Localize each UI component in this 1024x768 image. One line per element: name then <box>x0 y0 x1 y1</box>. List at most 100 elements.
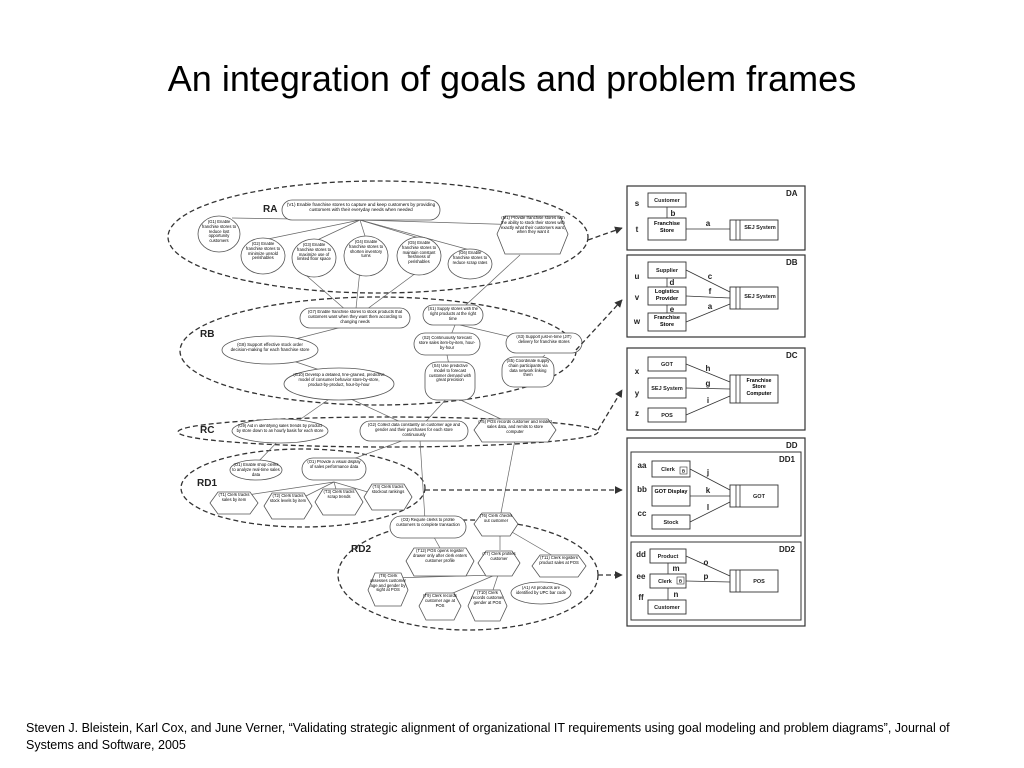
goal-t11-text: (T11) Clerk registers product sales at P… <box>539 556 579 565</box>
letter-cc: cc <box>638 509 647 518</box>
box-dc-fsc-label: Franchise Store Computer <box>746 378 772 397</box>
slide-title: An integration of goals and problem fram… <box>167 58 857 99</box>
goal-o3-text: (O3) Require clerks to profile customers… <box>396 518 460 527</box>
letter-l: l <box>707 503 709 512</box>
goal-t9-text: (T9) Clerk records customer age at POS <box>423 594 457 608</box>
goal-t11 <box>531 554 587 578</box>
box-dd2-customer <box>647 599 687 615</box>
box-da-customer-label: Customer <box>654 198 681 204</box>
goal-t12-text: (T12) POS opens register drawer only aft… <box>413 549 467 563</box>
goal-g6-text: (G6) Enable franchise stores to reduce s… <box>452 251 488 265</box>
letter-e: e <box>670 305 675 314</box>
goal-o1 <box>301 457 367 481</box>
goal-s2 <box>413 332 481 356</box>
goal-t12 <box>405 547 475 577</box>
box-dd2-customer-label: Customer <box>654 605 681 611</box>
letter-dd: dd <box>636 550 646 559</box>
box-db-franchise-label: Franchise Store <box>654 315 680 328</box>
letter-p: p <box>704 572 709 581</box>
goal-g8 <box>221 335 319 365</box>
goal-g9 <box>231 418 329 444</box>
goal-g2 <box>240 237 286 275</box>
goal-s5-text: (S5) Coordinate supply chain participant… <box>506 359 550 378</box>
goal-g8-text: (G8) Support effective stock order decis… <box>230 342 310 352</box>
goal-g3 <box>291 238 337 278</box>
letter-m: m <box>672 564 679 573</box>
box-dd2-product-label: Product <box>658 554 679 560</box>
goal-s2-text: (S2) Continuously forecast store sales i… <box>418 336 476 350</box>
region-rb-label: RB <box>200 329 214 340</box>
letter-y: y <box>635 389 640 398</box>
goal-g5-text: (G5) Enable franchise stores to maintain… <box>401 241 437 265</box>
panel-dd2-label: DD2 <box>779 545 796 554</box>
goal-m1-text: (M1) Provide franchise stores with the a… <box>500 216 565 235</box>
box-dc-got-label: GOT <box>661 362 674 368</box>
goal-t6 <box>473 512 519 537</box>
box-dd1-got-display-label: GOT Display <box>654 489 688 495</box>
region-rd2-label: RD2 <box>351 544 371 555</box>
letter-u: u <box>635 272 640 281</box>
goal-t5 <box>473 418 557 443</box>
letter-g: g <box>706 379 711 388</box>
letter-w: w <box>633 317 641 326</box>
letter-a-da: a <box>706 219 711 228</box>
goal-t6-text: (T6) Clerk checks out customer <box>479 514 513 523</box>
goal-s4 <box>424 361 476 401</box>
letter-v: v <box>635 293 640 302</box>
goal-a1 <box>510 581 572 605</box>
goal-s1-text: (S1) Supply stores with the right produc… <box>427 307 479 321</box>
goal-s5 <box>501 356 555 388</box>
goal-s1 <box>422 304 484 326</box>
goal-t8 <box>367 572 409 607</box>
goal-t3 <box>314 488 364 516</box>
goal-t7 <box>477 550 521 577</box>
goal-t5-text: (T5) POS records customer and related sa… <box>478 420 552 434</box>
box-dd2-clerk-label: Clerk <box>658 579 673 585</box>
goal-t2-text: (T2) Clerk tracks stock levels by item <box>269 494 307 503</box>
letter-f: f <box>709 287 712 296</box>
box-db-sej-system-label: SEJ System <box>744 294 776 300</box>
goal-t10 <box>467 589 508 622</box>
goal-t10-text: (T10) Clerk records customer gender at P… <box>471 591 504 605</box>
box-dd2-pos <box>729 569 779 593</box>
region-to-panel-connectors <box>425 226 623 579</box>
panel-dc-label: DC <box>786 351 798 360</box>
box-db-logistics-label: Logistics Provider <box>654 289 680 302</box>
goal-t3-text: (T3) Clerk tracks scrap trends <box>323 490 355 499</box>
goal-g3-text: (G3) Enable franchise stores to maximize… <box>296 243 332 262</box>
goal-m1 <box>496 215 569 255</box>
letter-t: t <box>636 225 639 234</box>
letter-j: j <box>706 468 709 477</box>
goal-g2-collect <box>359 420 469 442</box>
box-dd1-clerk-label: Clerk <box>661 467 676 473</box>
letter-s: s <box>635 199 640 208</box>
goal-g10 <box>283 367 395 401</box>
goal-g6 <box>447 248 493 280</box>
box-dd1-got-label: GOT <box>753 494 766 500</box>
region-rc-ellipse <box>177 416 599 448</box>
goal-t4-text: (T4) Clerk tracks stockout rankings <box>371 485 405 494</box>
letter-a-db: a <box>708 302 713 311</box>
goal-g9-text: (G9) Aid in identifying sales trends by … <box>236 424 324 433</box>
box-dc-pos-label: POS <box>661 413 673 419</box>
box-da-sej-system-label-1: SEJ System <box>744 225 776 231</box>
letter-z: z <box>635 409 639 418</box>
letter-x: x <box>635 367 640 376</box>
goal-v1-text: (V1) Enable franchise stores to capture … <box>286 202 436 213</box>
panel-da-label: DA <box>786 189 798 198</box>
panel-db-label: DB <box>786 258 798 267</box>
goal-links <box>231 217 561 606</box>
box-da-franchise-store-label: Franchise Store <box>654 221 680 234</box>
goal-s3-text: (S3) Support just-in-time (JIT) delivery… <box>516 335 572 344</box>
region-rd1-ellipse <box>180 448 426 528</box>
letter-b: b <box>671 209 676 218</box>
box-dc-sej-system-label: SEJ System <box>651 386 683 392</box>
box-da-sej-system <box>729 219 779 241</box>
box-dd1-stock-label: Stock <box>664 520 680 526</box>
region-ra-label: RA <box>263 204 277 215</box>
goal-g2-text: (G2) Enable franchise stores to minimize… <box>245 242 281 261</box>
citation: Steven J. Bleistein, Karl Cox, and June … <box>26 721 950 752</box>
goal-v1 <box>281 199 441 221</box>
goal-o11 <box>229 459 283 481</box>
